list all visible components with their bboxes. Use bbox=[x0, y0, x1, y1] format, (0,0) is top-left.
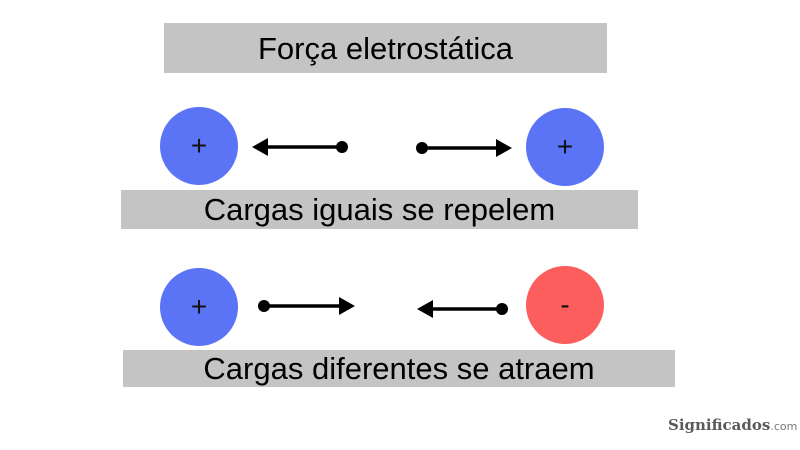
negative-charge-attract-right: - bbox=[526, 266, 604, 344]
repel-caption: Cargas iguais se repelem bbox=[203, 192, 556, 227]
positive-charge-repel-right: + bbox=[526, 108, 604, 186]
positive-charge-attract-left: + bbox=[160, 268, 238, 346]
attract-caption-banner: Cargas diferentes se atraem bbox=[123, 350, 675, 387]
repel-right-arrow bbox=[416, 139, 512, 157]
positive-charge-repel-left: + bbox=[160, 107, 238, 185]
title-banner: Força eletrostática bbox=[164, 23, 607, 73]
attract-caption: Cargas diferentes se atraem bbox=[203, 351, 595, 386]
attract-left-arrow bbox=[258, 297, 355, 315]
charge-sign: + bbox=[556, 131, 574, 162]
attract-right-arrow bbox=[417, 300, 508, 318]
watermark-tld: .com bbox=[770, 420, 798, 433]
watermark-brand: Significados bbox=[668, 416, 771, 434]
repel-caption-banner: Cargas iguais se repelem bbox=[121, 190, 638, 229]
charge-sign: + bbox=[190, 130, 208, 161]
repel-left-arrow bbox=[252, 138, 348, 156]
diagram-title: Força eletrostática bbox=[258, 30, 513, 66]
significados-watermark: Significados.com bbox=[668, 416, 797, 434]
charge-sign: - bbox=[560, 289, 570, 320]
charge-sign: + bbox=[190, 291, 208, 322]
